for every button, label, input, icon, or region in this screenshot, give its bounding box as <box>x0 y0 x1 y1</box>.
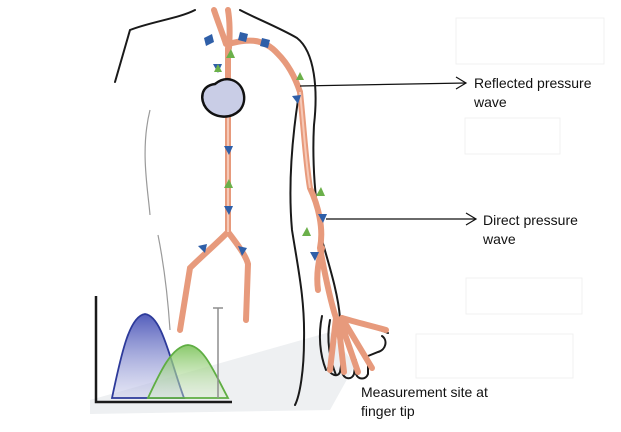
body-faint-outline <box>145 110 170 330</box>
blank-label-box <box>456 18 604 64</box>
reflected-wave-label: Reflected pressure wave <box>474 74 614 112</box>
blank-label-box <box>416 334 573 378</box>
pulse-waveform <box>96 296 232 402</box>
blank-label-box <box>465 118 560 154</box>
arteries <box>180 10 386 372</box>
green-arrow-icon <box>316 187 325 196</box>
blue-arrow-icon <box>204 34 214 46</box>
pointer-lines <box>300 77 476 225</box>
heart <box>202 79 244 116</box>
reflected-pointer <box>300 83 466 86</box>
measurement-site-label: Measurement site at finger tip <box>361 383 521 421</box>
green-arrow-icon <box>296 72 304 80</box>
blank-label-box <box>466 278 582 314</box>
green-arrow-icon <box>302 227 311 236</box>
direct-wave-label: Direct pressure wave <box>483 211 608 249</box>
